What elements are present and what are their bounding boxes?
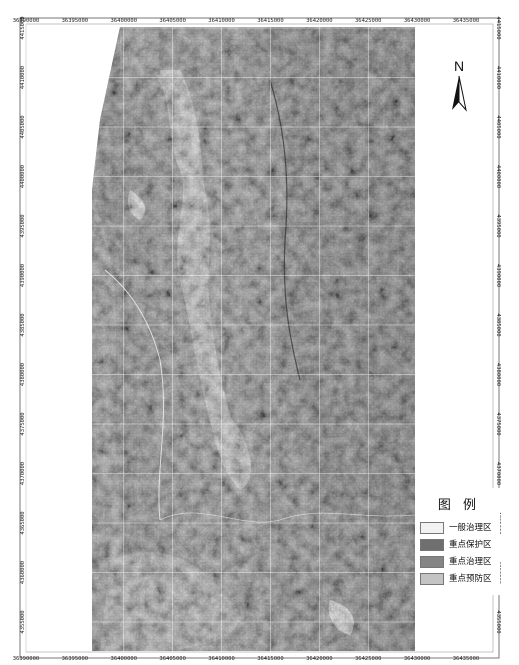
x-tick-label: 36435000 (453, 656, 480, 662)
x-tick-label: 36395000 (62, 656, 89, 662)
y-tick-label: 4370000 (495, 462, 501, 485)
y-tick-label: 4395000 (20, 214, 26, 237)
legend-item: 重点保护区 (420, 539, 500, 552)
legend-swatch (420, 522, 444, 534)
north-arrow: N (442, 58, 476, 118)
legend-label: 重点保护区 (449, 540, 492, 550)
y-tick-labels-left: 4415000 4410000 4405000 4400000 4395000 43900… (20, 16, 26, 633)
y-tick-label: 4405000 (495, 115, 501, 138)
y-tick-label: 4415000 (20, 16, 26, 39)
x-tick-label: 36410000 (208, 656, 235, 662)
x-tick-labels-top: 36390000 36395000 36400000 36405000 36410000… (13, 18, 480, 24)
x-tick-label: 36410000 (208, 18, 235, 24)
legend-item: 重点治理区 (420, 556, 500, 569)
y-tick-label: 4385000 (495, 313, 501, 336)
y-tick-label: 4395000 (495, 214, 501, 237)
y-tick-label: 4410000 (495, 66, 501, 89)
x-tick-label: 36405000 (159, 18, 186, 24)
x-tick-label: 36390000 (13, 656, 40, 662)
legend-label: 重点预防区 (449, 574, 492, 584)
y-tick-label: 4375000 (20, 412, 26, 435)
legend-swatch (420, 556, 444, 568)
y-tick-label: 4405000 (20, 115, 26, 138)
y-tick-label: 4370000 (20, 462, 26, 485)
legend-item: 一般治理区 (420, 522, 500, 535)
x-tick-label: 36425000 (355, 656, 382, 662)
legend-swatch (420, 573, 444, 585)
x-tick-labels-bottom: 36390000 36395000 36400000 36405000 36410000… (13, 656, 480, 662)
legend-label: 一般治理区 (449, 523, 492, 533)
x-tick-label: 36405000 (159, 656, 186, 662)
x-tick-label: 36435000 (453, 18, 480, 24)
north-arrow-label: N (453, 58, 465, 74)
x-tick-label: 36415000 (257, 656, 284, 662)
y-tick-label: 4385000 (20, 313, 26, 336)
x-tick-label: 36400000 (111, 656, 138, 662)
x-tick-label: 36430000 (404, 18, 431, 24)
north-arrow-icon (452, 75, 467, 112)
x-tick-label: 36390000 (13, 18, 40, 24)
y-tick-label: 4380000 (495, 363, 501, 386)
x-tick-label: 36415000 (257, 18, 284, 24)
y-tick-label: 4390000 (20, 264, 26, 287)
y-tick-label: 4365000 (20, 511, 26, 534)
y-tick-label: 4400000 (20, 165, 26, 188)
x-tick-label: 36425000 (355, 18, 382, 24)
x-tick-label: 36420000 (306, 18, 333, 24)
y-tick-label: 4355000 (495, 610, 501, 633)
legend-item: 重点预防区 (420, 573, 500, 586)
legend-swatch (420, 539, 444, 551)
x-tick-label: 36400000 (111, 18, 138, 24)
x-tick-label: 36395000 (62, 18, 89, 24)
satellite-image (92, 27, 415, 651)
legend-label: 重点治理区 (449, 557, 492, 567)
y-tick-label: 4360000 (20, 561, 26, 584)
x-tick-label: 36420000 (306, 656, 333, 662)
y-tick-label: 4390000 (495, 264, 501, 287)
x-tick-label: 36430000 (404, 656, 431, 662)
y-tick-label: 4355000 (20, 610, 26, 633)
y-tick-label: 4415000 (495, 16, 501, 39)
y-tick-label: 4410000 (20, 66, 26, 89)
y-tick-label: 4380000 (20, 363, 26, 386)
legend: 图 例 一般治理区 重点保护区 重点治理区 重点预防区 (418, 488, 500, 595)
legend-title: 图 例 (437, 498, 481, 513)
y-tick-label: 4375000 (495, 412, 501, 435)
y-tick-label: 4400000 (495, 165, 501, 188)
